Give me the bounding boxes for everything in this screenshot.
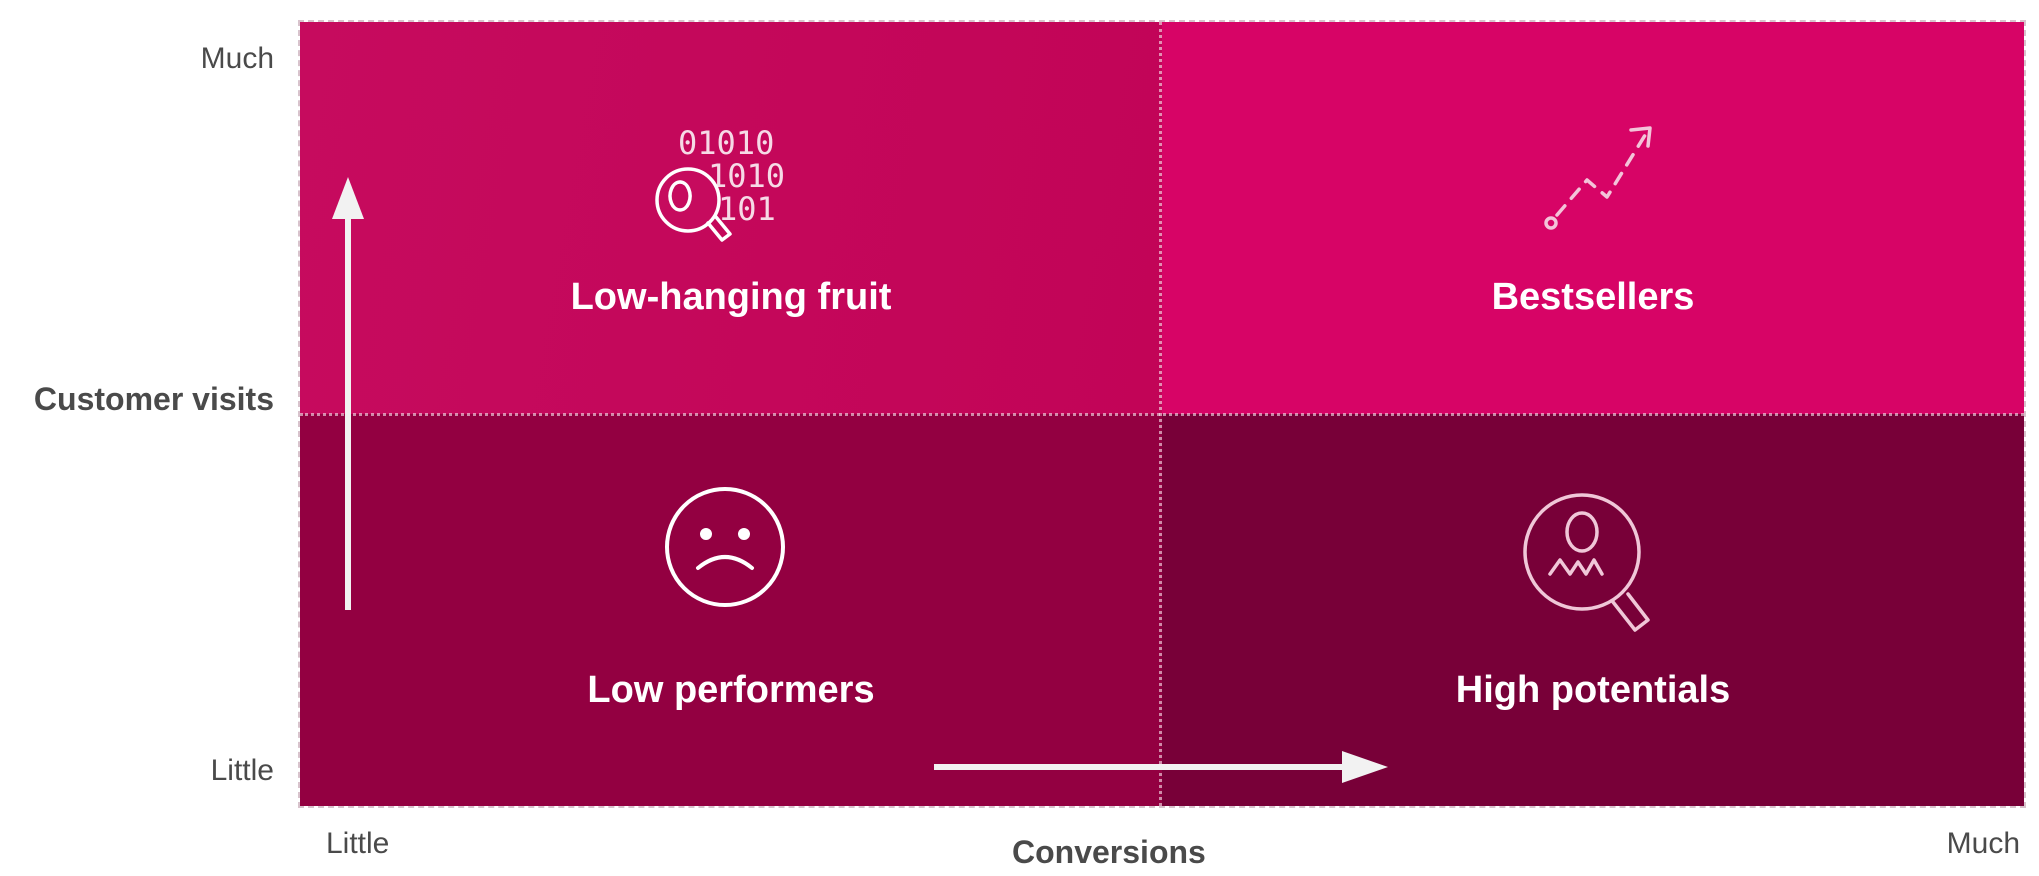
quadrant-label-high-potentials: High potentials <box>1455 669 1731 711</box>
binary-row-1: 01010 <box>678 124 774 162</box>
y-axis-arrow <box>332 177 364 610</box>
horizontal-divider <box>300 413 2024 416</box>
x-axis-low-label: Little <box>326 827 390 860</box>
quadrant-high-potentials <box>1162 414 2024 806</box>
quadrant-label-low-performers: Low performers <box>587 669 875 711</box>
sad-face-icon <box>665 487 785 607</box>
y-axis-low-label: Little <box>210 754 274 787</box>
trend-arrow-icon <box>1544 126 1652 230</box>
quadrant-label-bestsellers: Bestsellers <box>1491 276 1695 318</box>
quadrant-matrix <box>298 20 2026 808</box>
quadrant-low-hanging-fruit <box>300 22 1162 414</box>
y-axis-high-label: Much <box>200 42 274 75</box>
y-axis-title: Customer visits <box>33 381 274 417</box>
quadrant-low-performers <box>300 414 1162 806</box>
x-axis-title: Conversions <box>1012 834 1206 870</box>
x-axis-high-label: Much <box>1946 827 2020 860</box>
binary-magnifier-icon: 01010 1010 101 <box>655 124 785 242</box>
person-search-icon <box>1523 493 1650 632</box>
binary-row-3: 101 <box>718 190 776 228</box>
x-axis-arrow <box>934 751 1388 783</box>
quadrant-bestsellers <box>1162 22 2024 414</box>
quadrant-label-low-hanging-fruit: Low-hanging fruit <box>570 276 892 318</box>
binary-row-2: 1010 <box>708 157 785 195</box>
